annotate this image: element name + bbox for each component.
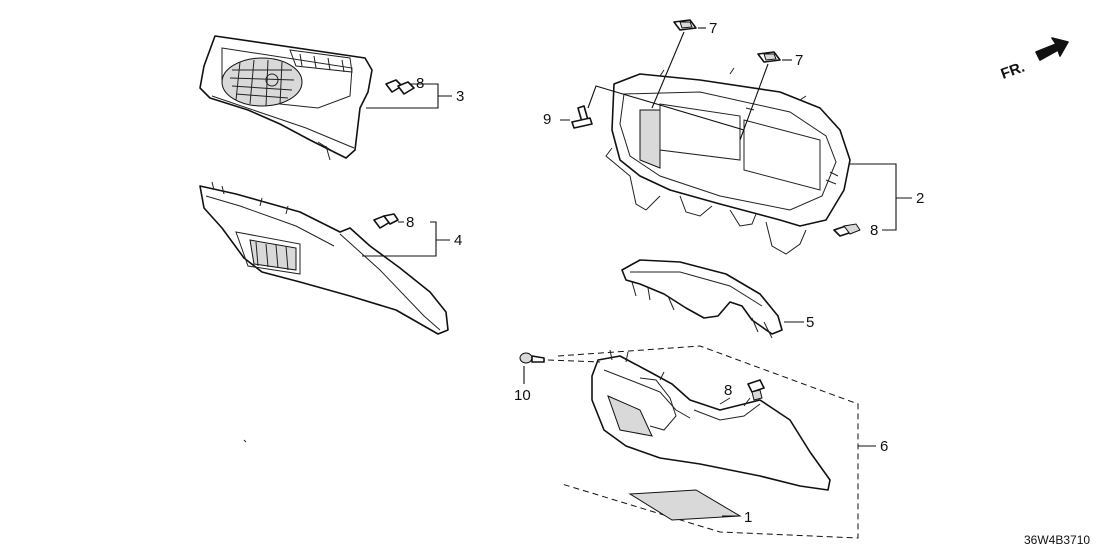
meter-assembly — [605, 67, 851, 255]
clip-8-right — [833, 223, 861, 237]
direction-label: FR. — [999, 59, 1028, 83]
callout-6: 6 — [880, 438, 888, 455]
clip-8-left — [373, 213, 399, 229]
leader-2 — [850, 163, 912, 231]
callout-7-left: 7 — [709, 20, 717, 37]
callout-8-top: 8 — [416, 75, 424, 92]
callout-10: 10 — [514, 387, 531, 404]
clip-8-top — [385, 79, 415, 95]
screw-10-path — [547, 359, 601, 363]
lower-left-trim — [199, 181, 449, 335]
screw-9 — [571, 105, 593, 129]
callout-4: 4 — [454, 232, 462, 249]
leader-3 — [366, 83, 452, 109]
callout-9: 9 — [543, 111, 551, 128]
leader-7-to-meter — [651, 31, 769, 141]
clip-7-left — [673, 19, 697, 31]
center-vent-assembly — [199, 35, 373, 161]
panel-6-outline — [557, 345, 859, 539]
screw-10 — [519, 352, 545, 364]
callout-8-lower: 8 — [724, 382, 732, 399]
clip-8-lower — [747, 379, 765, 401]
callout-8-right: 8 — [870, 222, 878, 239]
lower-column-panel — [591, 349, 831, 491]
callout-7-right: 7 — [795, 52, 803, 69]
callout-3: 3 — [456, 88, 464, 105]
leader-9 — [560, 85, 745, 131]
leader-4 — [362, 221, 450, 257]
stray-mark — [243, 439, 247, 443]
front-direction-arrow: FR. — [999, 37, 1069, 83]
diagram-code: 36W4B3710 — [1024, 533, 1090, 547]
callout-2: 2 — [916, 190, 924, 207]
callout-1: 1 — [744, 509, 752, 526]
column-cover — [621, 259, 783, 339]
callout-8-left: 8 — [406, 214, 414, 231]
callout-5: 5 — [806, 314, 814, 331]
clip-7-right — [757, 51, 781, 63]
